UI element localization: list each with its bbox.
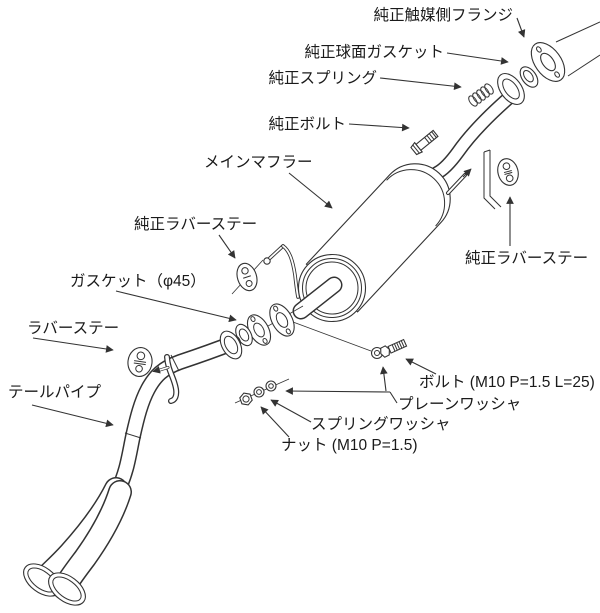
leader-spherical-gasket bbox=[446, 52, 509, 65]
leader-tail-pipe bbox=[31, 404, 114, 428]
front-pipe bbox=[430, 89, 518, 180]
label-rubber-stay: ラバーステー bbox=[27, 320, 119, 337]
leader-plain-washer-left bbox=[285, 387, 391, 395]
catalyst-pipe-stub bbox=[555, 21, 600, 77]
label-stay-left: 純正ラバーステー bbox=[134, 215, 257, 233]
leader-stay-left bbox=[218, 234, 236, 259]
rubber-stay-tailpipe-part bbox=[127, 346, 153, 378]
tail-pipe-part bbox=[23, 330, 243, 606]
flange-joint bbox=[220, 276, 343, 354]
bolt-m10-part bbox=[380, 338, 408, 358]
label-catalyst-flange: 純正触媒側フランジ bbox=[373, 6, 513, 24]
leader-gasket-phi45 bbox=[115, 290, 237, 323]
label-stay-right: 純正ラバーステー bbox=[465, 249, 588, 267]
rubber-stay-left-assembly bbox=[231, 244, 300, 299]
label-plain-washer: プレーンワッシャ bbox=[398, 395, 521, 413]
leader-spring-washer bbox=[270, 399, 312, 423]
stock-spring-part bbox=[468, 83, 494, 107]
labels: 純正触媒側フランジ 純正球面ガスケット 純正スプリング 純正ボルト メインマフラ… bbox=[8, 6, 595, 454]
front-pipe-flange-part bbox=[497, 73, 525, 105]
bolt-washer-group bbox=[292, 321, 408, 360]
leader-rubber-stay bbox=[32, 337, 114, 353]
leader-plain-washer-right bbox=[380, 366, 388, 392]
catalyst-flange-part bbox=[530, 42, 566, 82]
label-nut-m10: ナット (M10 P=1.5) bbox=[281, 437, 418, 454]
leader-bolt-m10 bbox=[405, 358, 437, 375]
label-spring-washer: スプリングワッシャ bbox=[311, 415, 451, 433]
leader-plain-washer-stem bbox=[389, 391, 398, 404]
muffler-flange-part bbox=[269, 303, 295, 337]
tail-tip-right bbox=[48, 572, 86, 606]
stock-bolt-part bbox=[410, 129, 439, 156]
label-bolt-m10: ボルト (M10 P=1.5 L=25) bbox=[419, 373, 595, 391]
plain-washer-left bbox=[265, 380, 277, 392]
label-stock-bolt: 純正ボルト bbox=[268, 115, 346, 133]
leader-lines bbox=[31, 17, 526, 438]
leader-catalyst-flange bbox=[516, 17, 526, 38]
label-tail-pipe: テールパイプ bbox=[8, 383, 102, 401]
leader-stock-bolt bbox=[348, 123, 410, 132]
nut-m10-part bbox=[239, 392, 253, 406]
label-gasket-phi45: ガスケット（φ45） bbox=[70, 272, 206, 290]
label-spherical-gasket: 純正球面ガスケット bbox=[304, 43, 444, 61]
tailpipe-hanger bbox=[127, 346, 180, 404]
rubber-stay-left-part bbox=[236, 262, 258, 292]
leader-stock-spring bbox=[379, 77, 462, 91]
spherical-gasket-part bbox=[519, 66, 539, 88]
tailpipe-flange-bell bbox=[219, 330, 243, 360]
rubber-stay-right-part bbox=[497, 158, 519, 186]
label-main-muffler: メインマフラー bbox=[204, 154, 313, 171]
nut-washer-group bbox=[234, 378, 290, 406]
leader-main-muffler bbox=[288, 172, 333, 209]
muffler-hanger-rod bbox=[446, 149, 502, 210]
leader-nut-m10 bbox=[260, 406, 290, 438]
label-stock-spring: 純正スプリング bbox=[268, 69, 377, 87]
spring-washer-part bbox=[253, 386, 265, 398]
